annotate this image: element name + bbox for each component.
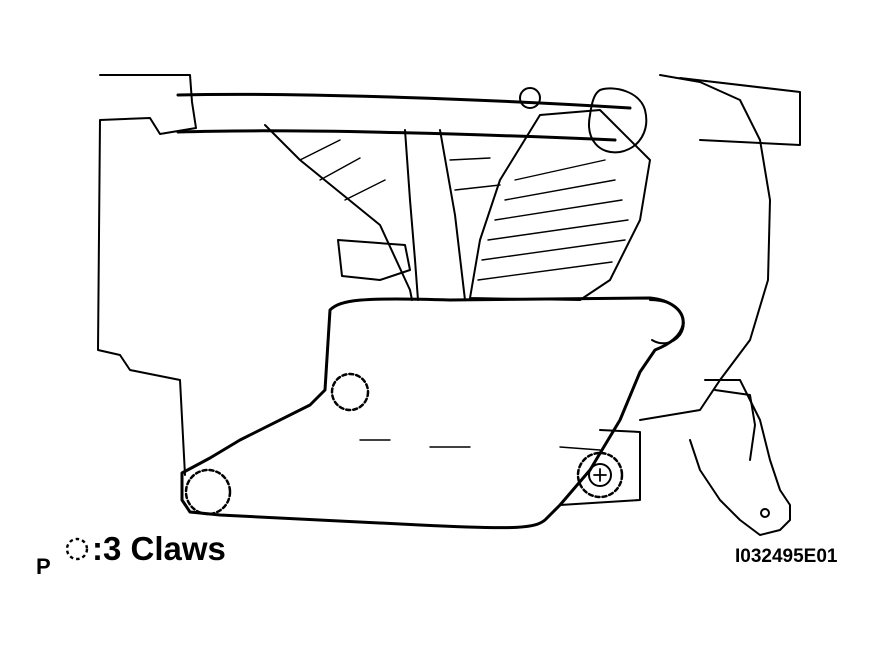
housing-right-flange bbox=[679, 77, 801, 146]
claw-marker-2 bbox=[184, 468, 232, 516]
screw-head bbox=[588, 463, 612, 487]
pipe-fitting bbox=[588, 87, 648, 154]
internal-stay-mid bbox=[404, 129, 419, 301]
heater-core-fins bbox=[477, 159, 629, 281]
cover-edge-line bbox=[359, 439, 601, 451]
cover-lower-tab bbox=[559, 429, 641, 506]
heater-core bbox=[469, 109, 651, 301]
small-hole bbox=[760, 508, 770, 518]
duct-grill bbox=[299, 139, 501, 201]
legend-text: :3 Claws bbox=[92, 530, 226, 567]
connector bbox=[337, 239, 411, 281]
housing-right-outline bbox=[639, 74, 771, 421]
screw-cross bbox=[593, 468, 607, 482]
cover-panel bbox=[180, 296, 685, 530]
view-label: P bbox=[36, 554, 51, 579]
housing-lower-right-inner bbox=[714, 389, 756, 461]
internal-stay-left bbox=[264, 124, 413, 301]
cover-mount-tab bbox=[649, 299, 685, 345]
pipe bbox=[176, 92, 632, 142]
claw-marker-3 bbox=[576, 451, 624, 499]
dashed-circle-claw-icon bbox=[65, 537, 89, 561]
internal-stay-right bbox=[439, 129, 466, 301]
legend: :3 Claws bbox=[64, 530, 226, 568]
pipe-nut bbox=[519, 87, 541, 109]
housing-outline bbox=[97, 74, 197, 476]
housing-lower-right bbox=[689, 379, 791, 536]
claw-marker-1 bbox=[330, 372, 370, 412]
figure-code: I032495E01 bbox=[735, 546, 838, 567]
